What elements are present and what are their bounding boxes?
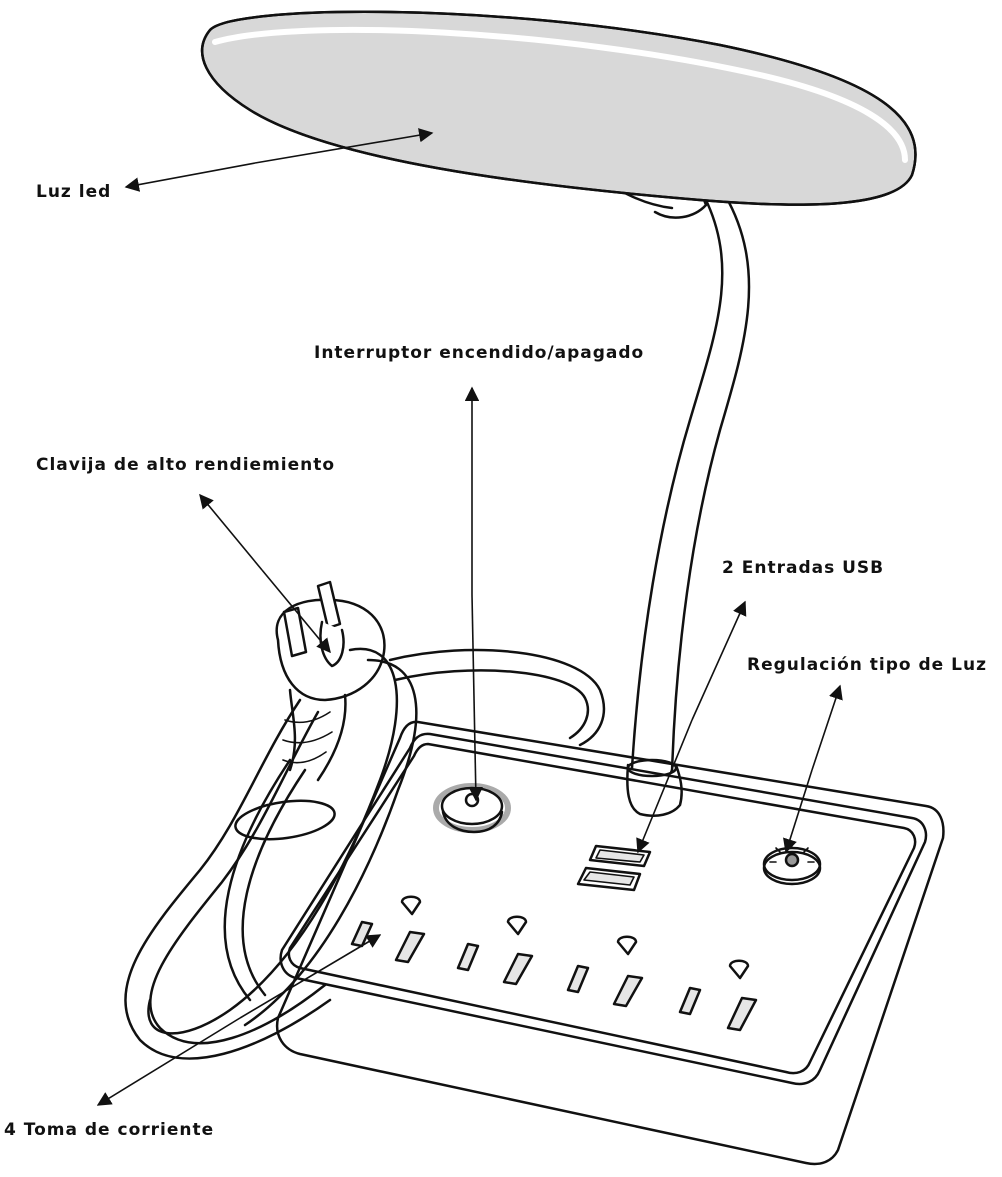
arrow-usb: [691, 600, 747, 721]
arrow-plug-tip: [261, 569, 331, 654]
lamp-head: [200, 10, 917, 206]
plug: [275, 580, 386, 782]
label-power-switch: Interruptor encendido/apagado: [314, 343, 645, 363]
lamp-base: [275, 720, 945, 1166]
label-led-light: Luz led: [36, 182, 112, 202]
arrow-led-light-tip: [254, 128, 434, 164]
label-light-type: Regulación tipo de Luz: [747, 655, 987, 675]
label-outlets: 4 Toma de corriente: [4, 1120, 215, 1140]
gooseneck-arm: [594, 174, 751, 774]
light-type-dial: [762, 841, 822, 886]
arrow-led-light: [124, 162, 256, 192]
outlets: [350, 895, 758, 1032]
arrow-light-type: [811, 684, 843, 771]
arrow-usb-tip: [636, 719, 693, 854]
arrow-outlets: [96, 1017, 241, 1106]
outlet-4: [678, 959, 758, 1032]
outlet-1: [350, 895, 426, 964]
arrow-plug: [199, 493, 263, 571]
power-switch-button: [433, 783, 511, 834]
label-usb-ports: 2 Entradas USB: [722, 558, 885, 578]
arrow-power-switch-tip: [468, 594, 483, 802]
usb-ports: [576, 844, 652, 892]
label-plug: Clavija de alto rendiemiento: [36, 455, 336, 475]
arrow-outlets-tip: [239, 934, 382, 1019]
power-cord: [124, 647, 606, 1060]
outlet-2: [456, 915, 534, 986]
arrow-light-type-tip: [783, 769, 813, 854]
outlet-3: [566, 935, 644, 1008]
